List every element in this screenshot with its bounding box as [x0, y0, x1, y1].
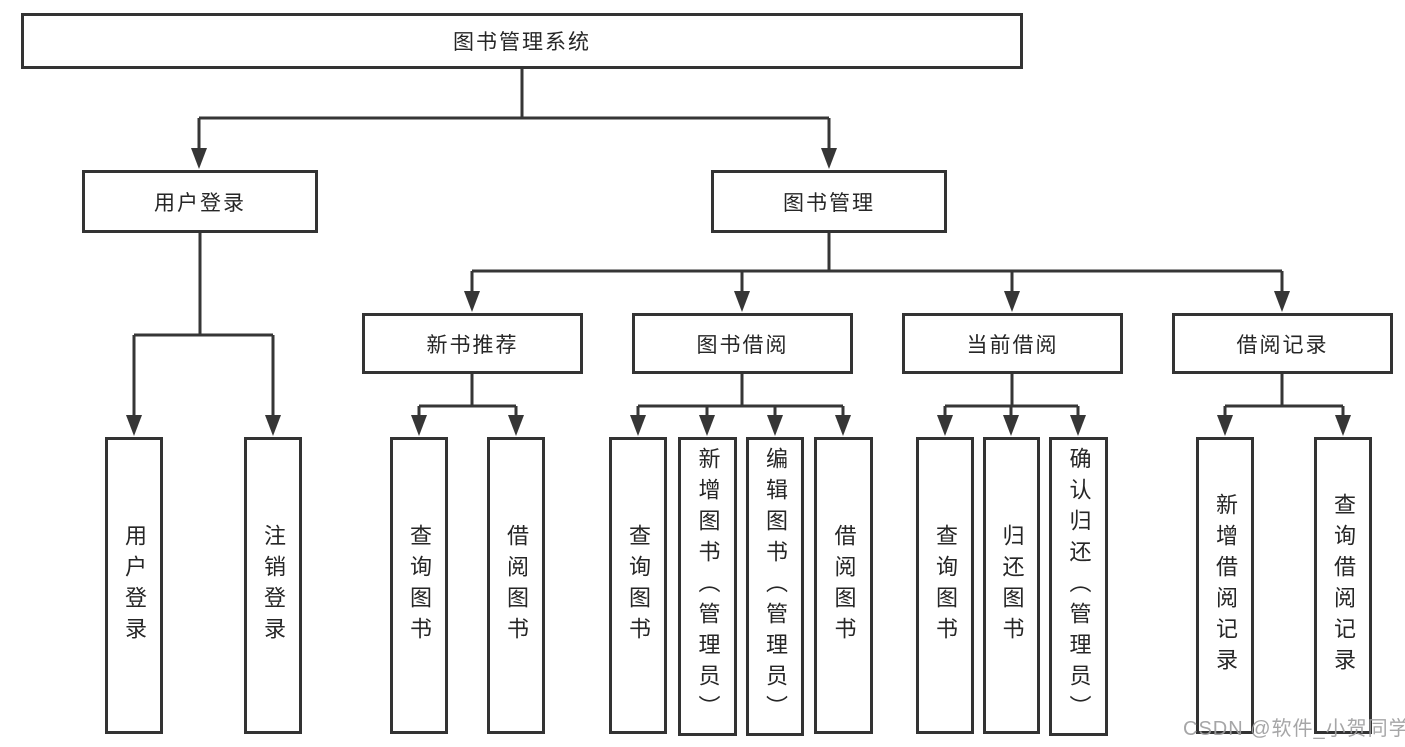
leaf-bb-add-books-admin: 新增图书（管理员） [678, 437, 737, 736]
node-new-book-recommendation: 新书推荐 [362, 313, 583, 374]
connector-root-to-level2 [191, 69, 837, 169]
node-user-login: 用户登录 [82, 170, 318, 233]
connector-borrow-records-children [1217, 374, 1351, 436]
connector-book-borrow-children [630, 374, 851, 436]
leaf-bb-query-books: 查询图书 [609, 437, 667, 734]
leaf-br-query-record: 查询借阅记录 [1314, 437, 1372, 734]
leaf-br-add-record: 新增借阅记录 [1196, 437, 1254, 734]
leaf-nbr-borrow-books: 借阅图书 [487, 437, 545, 734]
node-borrowing-records: 借阅记录 [1172, 313, 1393, 374]
leaf-cb-return-books: 归还图书 [983, 437, 1040, 734]
leaf-bb-edit-books-admin: 编辑图书（管理员） [746, 437, 804, 736]
connector-book-mgmt-children [464, 233, 1290, 312]
node-current-borrowing: 当前借阅 [902, 313, 1123, 374]
leaf-cb-query-books: 查询图书 [916, 437, 974, 734]
leaf-bb-borrow-books: 借阅图书 [814, 437, 873, 734]
connector-current-borrow-children [937, 374, 1086, 436]
node-library-management-system: 图书管理系统 [21, 13, 1023, 69]
connector-new-book-rec-children [411, 374, 524, 436]
watermark-text: CSDN @软件_小贺同学 [1183, 718, 1405, 740]
leaf-user-login: 用户登录 [105, 437, 163, 734]
node-book-borrowing: 图书借阅 [632, 313, 853, 374]
node-book-management: 图书管理 [711, 170, 947, 233]
leaf-logout: 注销登录 [244, 437, 302, 734]
leaf-nbr-query-books: 查询图书 [390, 437, 448, 734]
connector-user-login-children [126, 233, 281, 436]
leaf-cb-confirm-return-admin: 确认归还（管理员） [1049, 437, 1108, 736]
